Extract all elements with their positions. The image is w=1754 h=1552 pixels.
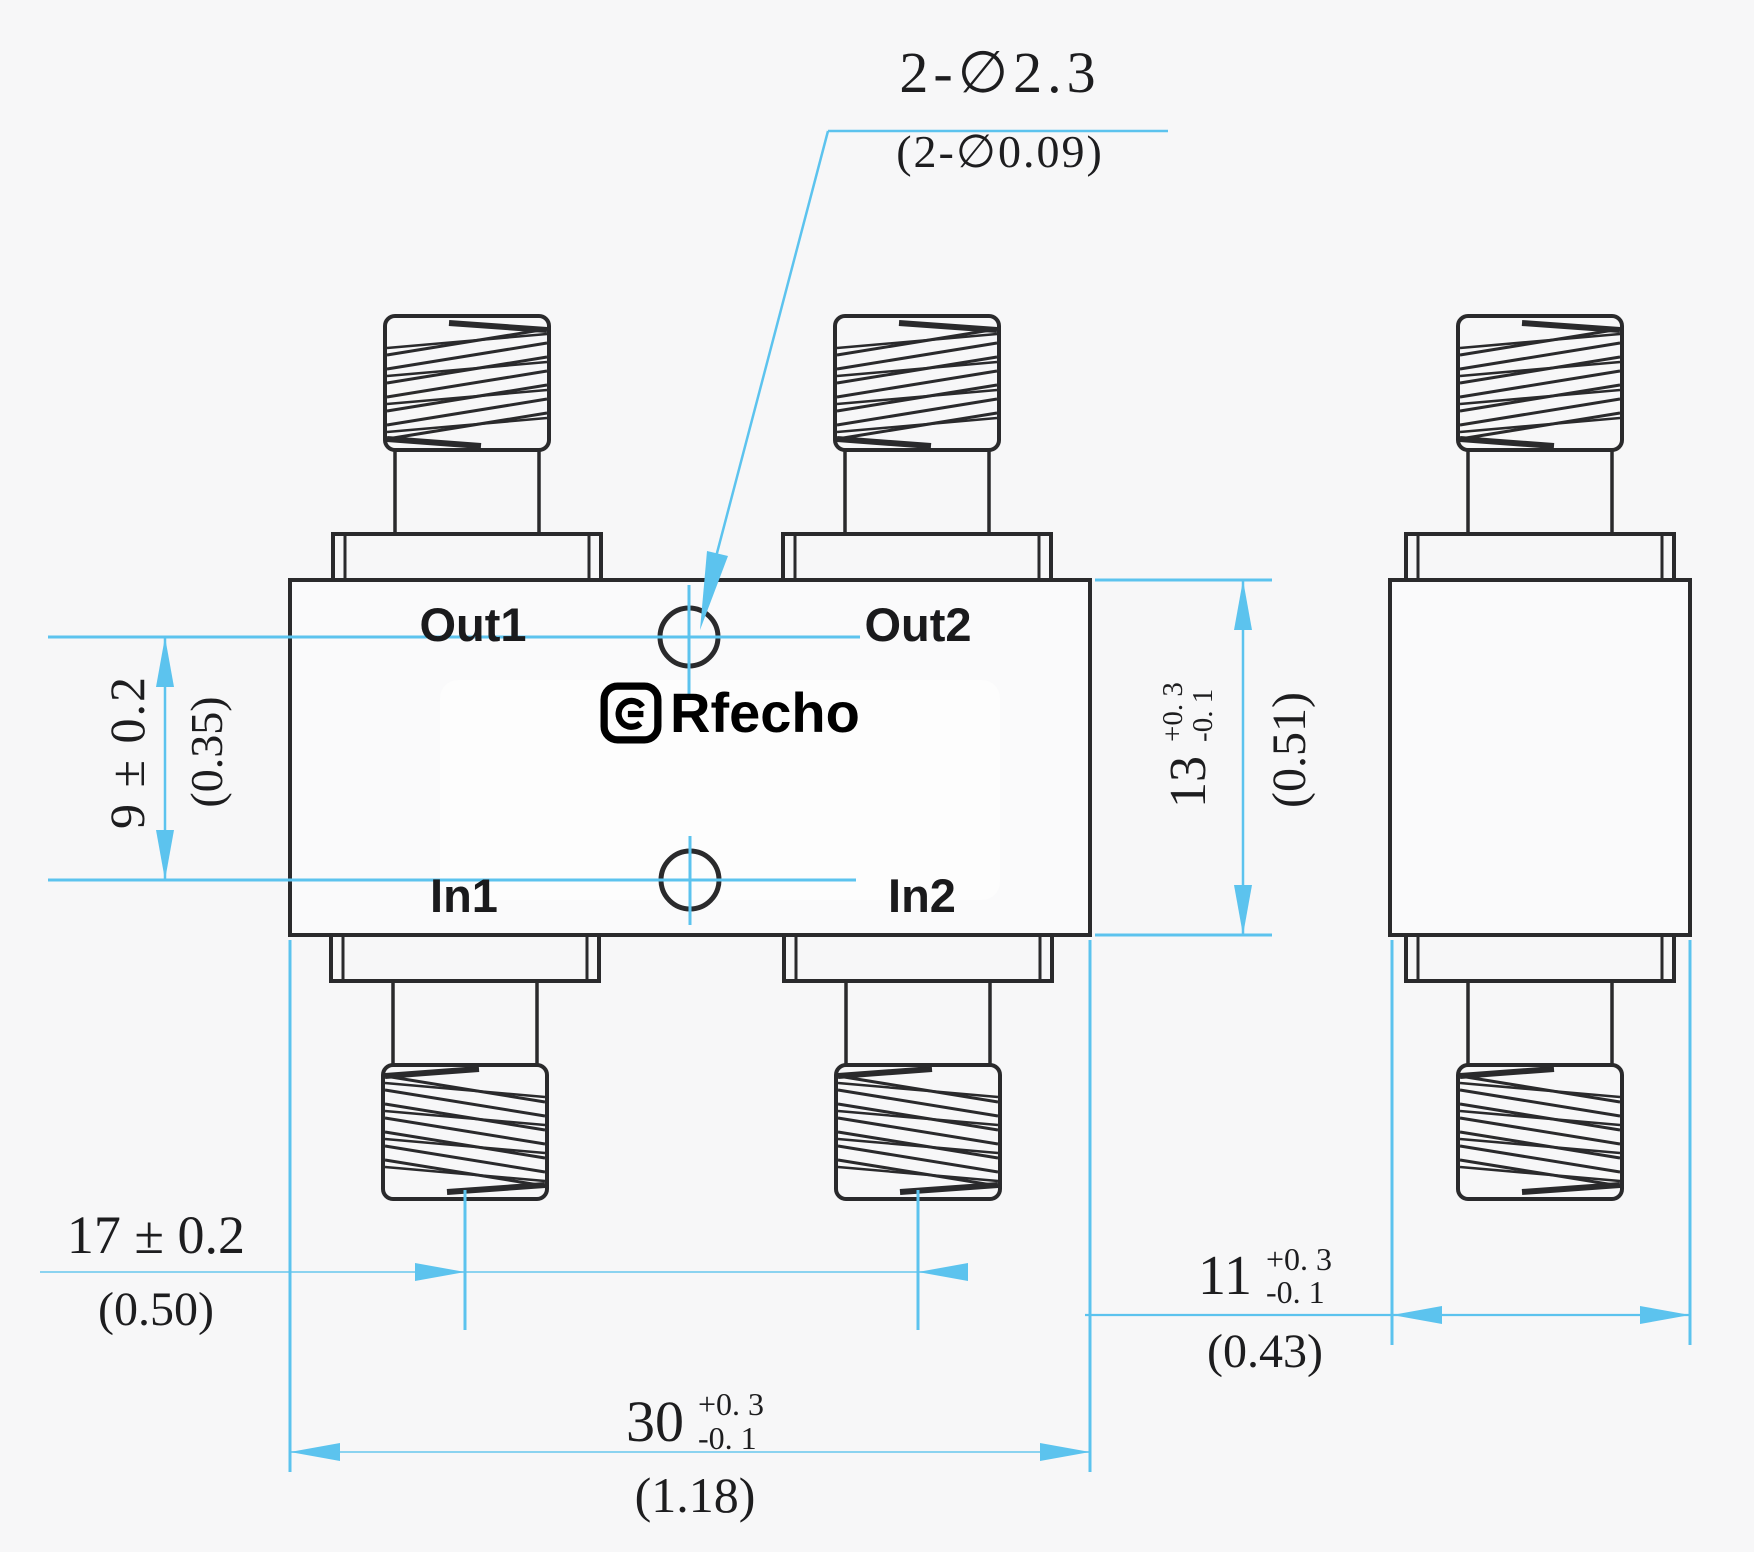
side-view <box>1388 316 1692 1199</box>
port-label-out1: Out1 <box>419 598 527 651</box>
dim-body-width-inches: (1.18) <box>634 1467 756 1523</box>
dimension-lines <box>40 129 1692 1472</box>
dim-body-width-tolerance: +0. 3 -0. 1 <box>697 1386 765 1456</box>
dim-body-height-inches: (0.51) <box>1263 692 1316 808</box>
logo: Rfecho <box>600 680 860 745</box>
tol-minus: -0. 1 <box>697 1419 757 1456</box>
dim-body-depth-tolerance: +0. 3 -0. 1 <box>1265 1241 1332 1311</box>
dim-body-width: 30 +0. 3 -0. 1 <box>565 1386 825 1456</box>
dim-hole-spacing-value: 9 ± 0.2 <box>99 675 155 829</box>
tol-minus: -0. 1 <box>1187 688 1219 742</box>
port-label-out2: Out2 <box>864 598 972 651</box>
dim-body-depth-value: 11 <box>1198 1245 1252 1308</box>
tol-plus: +0. 3 <box>1156 682 1189 742</box>
connector-in1 <box>331 935 599 1199</box>
dim-body-height-value: 13 <box>1159 755 1217 808</box>
connector-out1 <box>333 316 601 580</box>
side-body <box>1388 578 1692 937</box>
tol-minus: -0. 1 <box>1265 1274 1325 1311</box>
tol-plus: +0. 3 <box>697 1386 765 1423</box>
dim-hole-spacing-inches: (0.35) <box>181 696 232 808</box>
dim-body-height-tolerance: +0. 3 -0. 1 <box>1156 682 1219 742</box>
side-connector-bottom <box>1406 935 1674 1199</box>
watermark-highlight <box>440 680 1000 900</box>
connector-out2 <box>783 316 1051 580</box>
connector-in2 <box>784 935 1052 1199</box>
side-connector-top <box>1406 316 1674 580</box>
hole-callout-inches: (2-∅0.09) <box>896 126 1104 177</box>
front-view <box>288 316 1092 1199</box>
port-label-in2: In2 <box>888 869 956 922</box>
dimension-arrows <box>156 551 1690 1461</box>
leader-arrow <box>700 551 728 630</box>
dim-body-depth: 11 +0. 3 -0. 1 <box>1140 1241 1390 1311</box>
dim-connector-spacing-value: 17 ± 0.2 <box>66 1205 246 1265</box>
dim-body-width-value: 30 <box>625 1389 684 1454</box>
tol-plus: +0. 3 <box>1265 1241 1332 1277</box>
dim-body-depth-inches: (0.43) <box>1207 1325 1323 1378</box>
hole-callout-value: 2-∅2.3 <box>899 40 1101 105</box>
logo-text: Rfecho <box>670 681 860 744</box>
logo-at-icon <box>600 682 662 743</box>
dim-connector-spacing-inches: (0.50) <box>98 1283 214 1336</box>
dim-body-height: 13 +0. 3 -0. 1 <box>1133 625 1243 865</box>
port-label-in1: In1 <box>430 869 498 922</box>
